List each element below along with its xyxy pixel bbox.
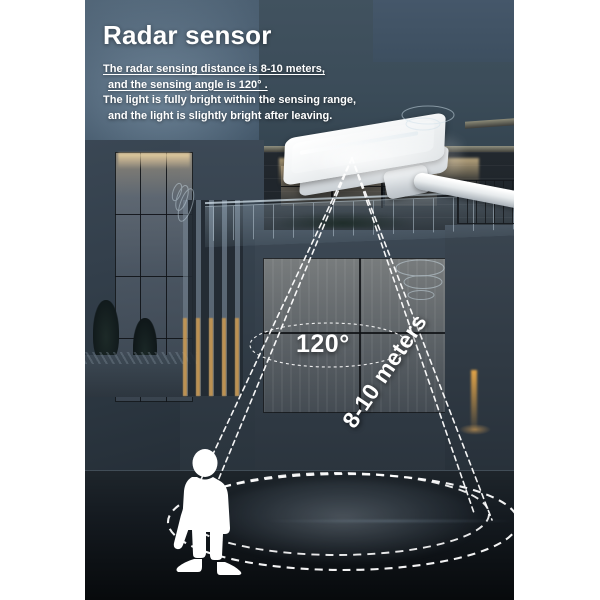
window-mullion	[263, 332, 458, 334]
planter-hatching	[85, 352, 197, 364]
description-line-3: The light is fully bright within the sen…	[103, 94, 357, 106]
product-scene-photo: 8-10 meters 120° Radar sensor The radar …	[85, 0, 514, 600]
sensing-range-inner-ellipse	[184, 472, 490, 556]
person-silhouette	[173, 449, 242, 575]
bollard-light-pool	[459, 424, 491, 435]
upper-building-block-2	[373, 0, 514, 62]
sensing-range-outer-ellipse	[167, 472, 514, 572]
ground-plane	[85, 470, 514, 600]
window-mullion	[359, 258, 361, 413]
bollard-light	[471, 370, 477, 432]
angle-measure-ellipse	[249, 322, 409, 368]
signal-ring-decor-left	[171, 182, 195, 222]
angle-label: 120°	[296, 330, 350, 358]
description-line-4: and the light is slightly bright after l…	[108, 109, 333, 122]
signal-ring-decor	[395, 105, 455, 300]
description-block: The radar sensing distance is 8-10 meter…	[103, 62, 443, 124]
shrub-left	[93, 300, 119, 362]
interior-warm-light	[118, 153, 190, 169]
fin-warm-uplight	[183, 318, 243, 396]
beam-line-right-inner	[351, 157, 475, 514]
description-line-1: The radar sensing distance is 8-10 meter…	[103, 63, 325, 75]
curtained-window	[263, 258, 458, 413]
window-grid-line	[115, 276, 193, 277]
center-building-recess	[255, 230, 470, 490]
beam-line-left-inner	[204, 157, 353, 513]
window-grid-line	[115, 214, 193, 215]
beam-line-right-outer	[351, 157, 493, 521]
planter-box	[85, 355, 197, 397]
balcony-hedge	[273, 212, 413, 228]
ground-reflection-streak	[265, 520, 514, 522]
illuminated-ground-pool	[203, 480, 483, 564]
sensing-diagram-overlay	[167, 105, 514, 575]
window-grid-line	[140, 152, 141, 402]
page-title: Radar sensor	[103, 20, 272, 50]
ground-seam-line	[85, 470, 514, 471]
description-line-2: and the sensing angle is 120° .	[108, 78, 268, 91]
window-grid-line	[166, 152, 167, 402]
right-column	[445, 225, 514, 495]
